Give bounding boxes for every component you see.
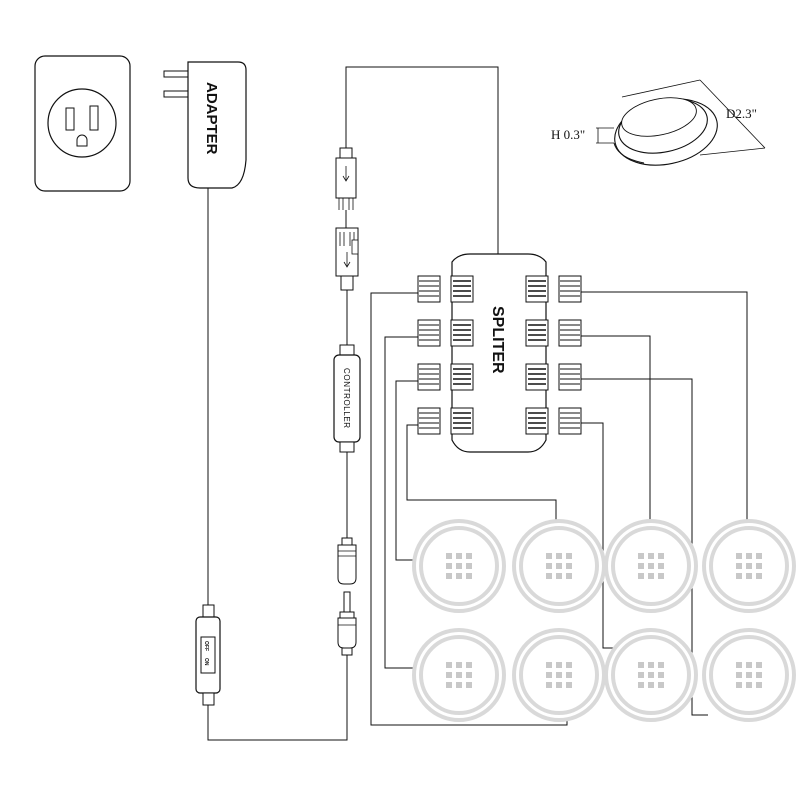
power-adapter-icon: ADAPTER bbox=[163, 61, 247, 189]
puck-light-icon bbox=[604, 628, 698, 722]
male-connector bbox=[335, 147, 357, 210]
wall-outlet-icon bbox=[34, 55, 131, 192]
puck-light-icon bbox=[604, 519, 698, 613]
puck-light-icon bbox=[512, 628, 606, 722]
splitter-label: SPLITER bbox=[489, 306, 506, 374]
diameter-dimension-label: D2.3" bbox=[726, 106, 757, 121]
switch-on-label: ON bbox=[203, 658, 209, 666]
puck-light-icon bbox=[702, 519, 796, 613]
adapter-label: ADAPTER bbox=[203, 82, 220, 155]
wires bbox=[207, 66, 499, 741]
puck-light-icon bbox=[512, 519, 606, 613]
controller-box: CONTROLLER bbox=[333, 344, 361, 453]
controller-label: CONTROLLER bbox=[342, 368, 351, 429]
height-dimension-label: H 0.3" bbox=[551, 127, 585, 142]
puck-light-icon bbox=[412, 628, 506, 722]
light-wires bbox=[370, 291, 748, 726]
dc-plug bbox=[337, 591, 357, 656]
puck-light-icon bbox=[412, 519, 506, 613]
inline-switch[interactable]: OFF ON bbox=[195, 604, 221, 706]
dimension-puck-icon bbox=[596, 79, 766, 166]
switch-off-label: OFF bbox=[203, 641, 209, 651]
female-connector bbox=[335, 227, 359, 291]
splitter-hub: SPLITER bbox=[417, 253, 582, 453]
puck-light-icon bbox=[702, 628, 796, 722]
dc-socket bbox=[337, 537, 357, 585]
